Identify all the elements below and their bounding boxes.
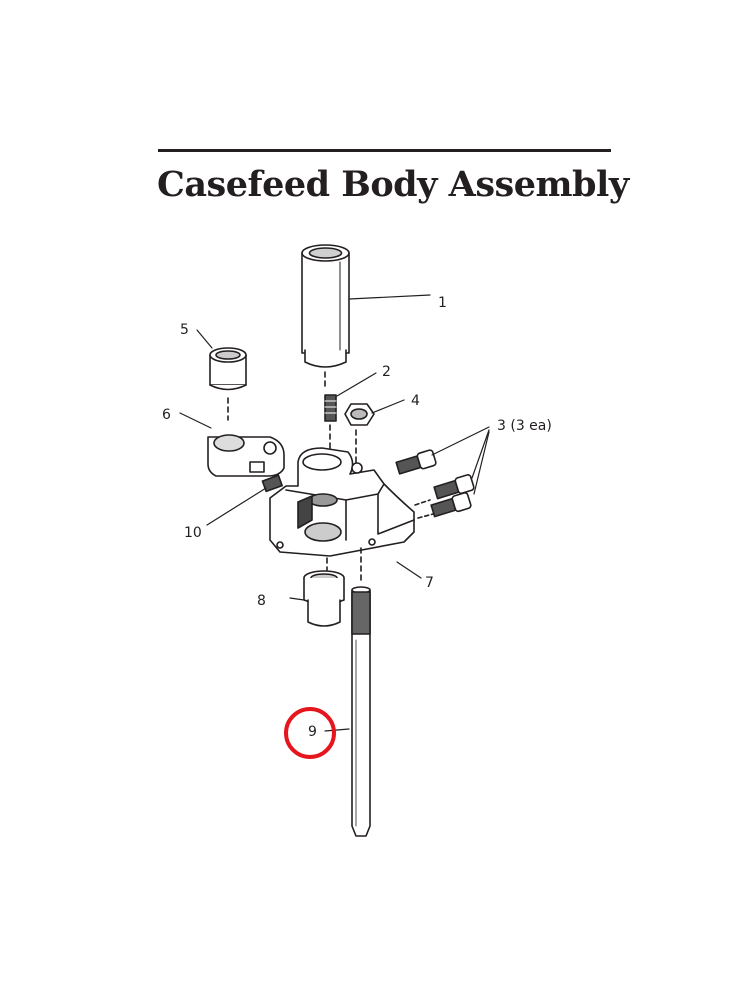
label-part-2: 2 bbox=[382, 364, 391, 380]
label-part-9: 9 bbox=[308, 724, 317, 740]
part-7-body bbox=[269, 447, 415, 557]
label-part-4: 4 bbox=[411, 393, 420, 409]
label-part-6: 6 bbox=[162, 407, 171, 423]
part-4-hex-nut bbox=[344, 403, 375, 463]
part-1-tube bbox=[301, 244, 350, 391]
label-part-10: 10 bbox=[184, 525, 202, 541]
part-3-cap-screws bbox=[395, 449, 475, 519]
page-title: Casefeed Body Assembly bbox=[157, 164, 629, 205]
label-part-3: 3 (3 ea) bbox=[497, 418, 552, 434]
highlight-circle bbox=[284, 707, 336, 759]
leader-lines bbox=[179, 294, 490, 732]
part-6-bracket bbox=[207, 434, 285, 477]
part-2-set-screw bbox=[324, 394, 337, 456]
header-rule bbox=[158, 149, 611, 152]
label-part-1: 1 bbox=[438, 295, 447, 311]
label-part-8: 8 bbox=[257, 593, 266, 609]
part-9-threaded-rod bbox=[351, 547, 371, 837]
part-5-bushing bbox=[209, 347, 247, 421]
part-8-lower-bushing bbox=[303, 557, 345, 627]
label-part-5: 5 bbox=[180, 322, 189, 338]
label-part-7: 7 bbox=[425, 575, 434, 591]
part-10-set-screw bbox=[261, 474, 283, 493]
